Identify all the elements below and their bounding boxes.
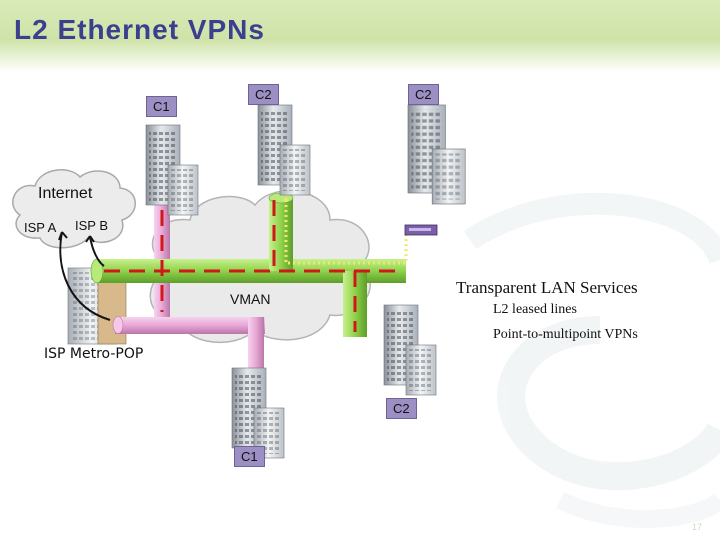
c2-top-left-label: C2 [248, 84, 279, 105]
isp-b-label: ISP B [75, 218, 109, 233]
isp-a-label: ISP A [24, 220, 57, 235]
isp-links [58, 231, 111, 321]
c1-top-label: C1 [146, 96, 177, 117]
c2-top-right-label: C2 [408, 84, 439, 105]
isp-metro-pop-label: ISP Metro-POP [44, 346, 144, 362]
c2-bottom-right-building [383, 304, 437, 396]
c2-bottom-right-label: C2 [386, 398, 417, 419]
page-title: L2 Ethernet VPNs [14, 14, 265, 45]
red-dashed-path [104, 200, 398, 332]
c2-top-left-building [257, 104, 311, 196]
c1-bottom-label: C1 [234, 446, 265, 467]
title-bar [0, 0, 720, 72]
page-number: 17 [691, 522, 702, 532]
internet-label: Internet [38, 185, 93, 202]
vman-label: VMAN [230, 291, 271, 307]
c2-top-right-building [407, 104, 466, 205]
c1-bottom-building [231, 367, 285, 459]
switch-device [404, 224, 438, 236]
services-item: L2 leased lines [493, 302, 577, 317]
background-swirl [463, 192, 720, 528]
services-heading: Transparent LAN Services [456, 278, 638, 297]
services-item: Point-to-multipoint VPNs [493, 327, 638, 342]
internet-cloud [12, 169, 136, 249]
c1-top-building [145, 124, 199, 216]
